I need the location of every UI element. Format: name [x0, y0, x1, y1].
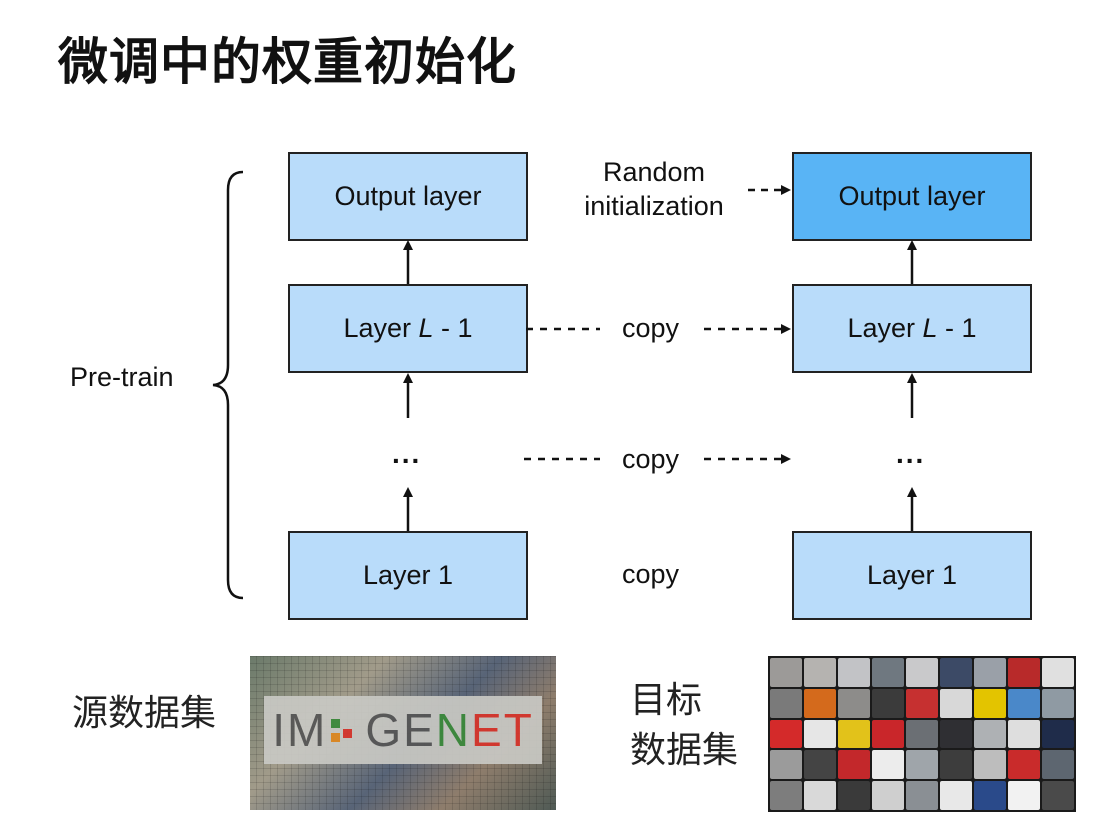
- imagenet-logo-dots: [329, 715, 363, 745]
- random-init-line1: Random: [602, 157, 706, 187]
- cars-image: [768, 656, 1076, 812]
- copy-label-top: copy: [622, 313, 680, 343]
- left-output-layer-label: Output layer: [334, 181, 482, 211]
- right-output-layer: Output layer: [792, 152, 1032, 241]
- left-layer-1-label: Layer 1: [362, 560, 454, 590]
- target-dataset-line2: 数据集: [630, 730, 739, 771]
- page-title: 微调中的权重初始化: [58, 33, 517, 91]
- right-layer-l-var: L: [922, 313, 938, 343]
- pretrain-brace: [212, 170, 244, 600]
- left-ellipsis: ...: [392, 438, 422, 469]
- right-layer-l-prefix: Layer: [847, 313, 923, 343]
- copy-label-bottom: copy: [622, 559, 680, 589]
- right-layer-1: Layer 1: [792, 531, 1032, 620]
- imagenet-logo-part1: IM: [272, 704, 328, 756]
- source-dataset-label: 源数据集: [72, 693, 217, 734]
- target-dataset-label: 目标 数据集: [630, 676, 738, 776]
- right-layer-l-minus-1: Layer L - 1: [792, 284, 1032, 373]
- left-output-layer: Output layer: [288, 152, 528, 241]
- left-layer-1: Layer 1: [288, 531, 528, 620]
- imagenet-logo-part4: ET: [471, 704, 534, 756]
- target-dataset-line1: 目标: [630, 680, 703, 721]
- imagenet-logo-part2: GE: [365, 704, 436, 756]
- random-init-line2: initialization: [584, 191, 724, 221]
- left-layer-l-suffix: - 1: [433, 313, 473, 343]
- random-init-label: Random initialization: [574, 155, 734, 223]
- right-ellipsis: ...: [896, 438, 926, 469]
- pretrain-label: Pre-train: [70, 362, 174, 392]
- left-layer-l-var: L: [418, 313, 434, 343]
- right-layer-l-suffix: - 1: [937, 313, 977, 343]
- copy-label-middle: copy: [622, 444, 680, 474]
- right-layer-1-label: Layer 1: [866, 560, 958, 590]
- left-layer-l-prefix: Layer: [343, 313, 419, 343]
- imagenet-logo-part3: N: [435, 704, 472, 756]
- right-output-layer-label: Output layer: [838, 181, 986, 211]
